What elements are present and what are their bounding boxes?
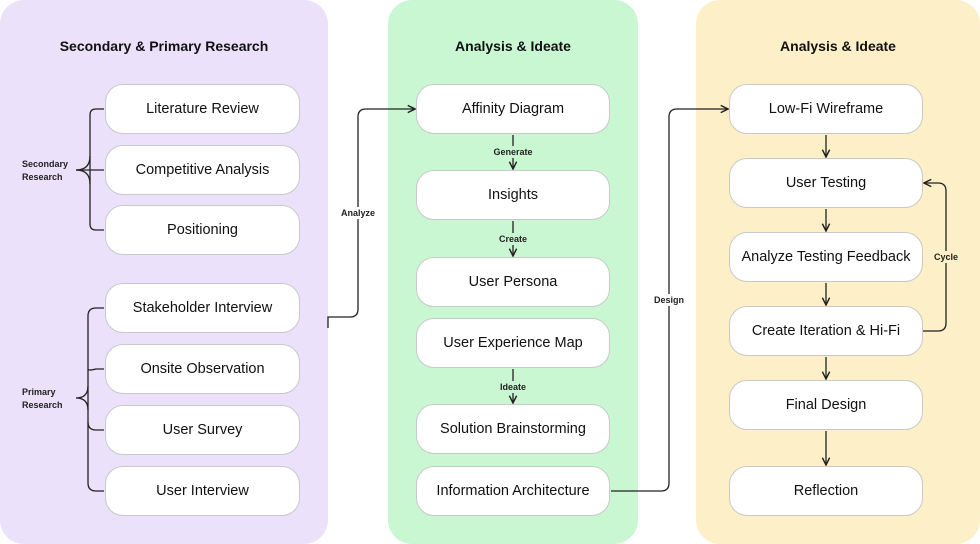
panel-title: Analysis & Ideate (780, 38, 896, 54)
node-user-survey: User Survey (105, 405, 300, 455)
node-solution-brainstorming: Solution Brainstorming (416, 404, 610, 454)
node-analyze-testing-feedback: Analyze Testing Feedback (729, 232, 923, 282)
node-competitive-analysis: Competitive Analysis (105, 145, 300, 195)
node-reflection: Reflection (729, 466, 923, 516)
node-final-design: Final Design (729, 380, 923, 430)
node-onsite-observation: Onsite Observation (105, 344, 300, 394)
cycle-label: Cycle (931, 251, 961, 263)
node-user-testing: User Testing (729, 158, 923, 208)
connector-label-analyze: Analyze (338, 207, 378, 219)
node-create-iteration-hifi: Create Iteration & Hi-Fi (729, 306, 923, 356)
group-label-secondary: Secondary Research (22, 158, 68, 184)
node-user-interview: User Interview (105, 466, 300, 516)
edge-label-create: Create (496, 233, 530, 245)
connector-label-design: Design (651, 294, 687, 306)
node-information-architecture: Information Architecture (416, 466, 610, 516)
group-label-primary: Primary Research (22, 386, 63, 412)
node-insights: Insights (416, 170, 610, 220)
node-low-fi-wireframe: Low-Fi Wireframe (729, 84, 923, 134)
node-literature-review: Literature Review (105, 84, 300, 134)
group-label-line: Secondary (22, 159, 69, 169)
group-label-line: Research (22, 400, 63, 410)
edge-label-ideate: Ideate (497, 381, 529, 393)
group-label-line: Research (22, 172, 63, 182)
group-label-line: Primary (22, 387, 56, 397)
node-user-experience-map: User Experience Map (416, 318, 610, 368)
edge-label-generate: Generate (491, 146, 535, 158)
node-positioning: Positioning (105, 205, 300, 255)
node-affinity-diagram: Affinity Diagram (416, 84, 610, 134)
node-stakeholder-interview: Stakeholder Interview (105, 283, 300, 333)
panel-title: Secondary & Primary Research (59, 38, 269, 54)
panel-title: Analysis & Ideate (455, 38, 571, 54)
node-user-persona: User Persona (416, 257, 610, 307)
